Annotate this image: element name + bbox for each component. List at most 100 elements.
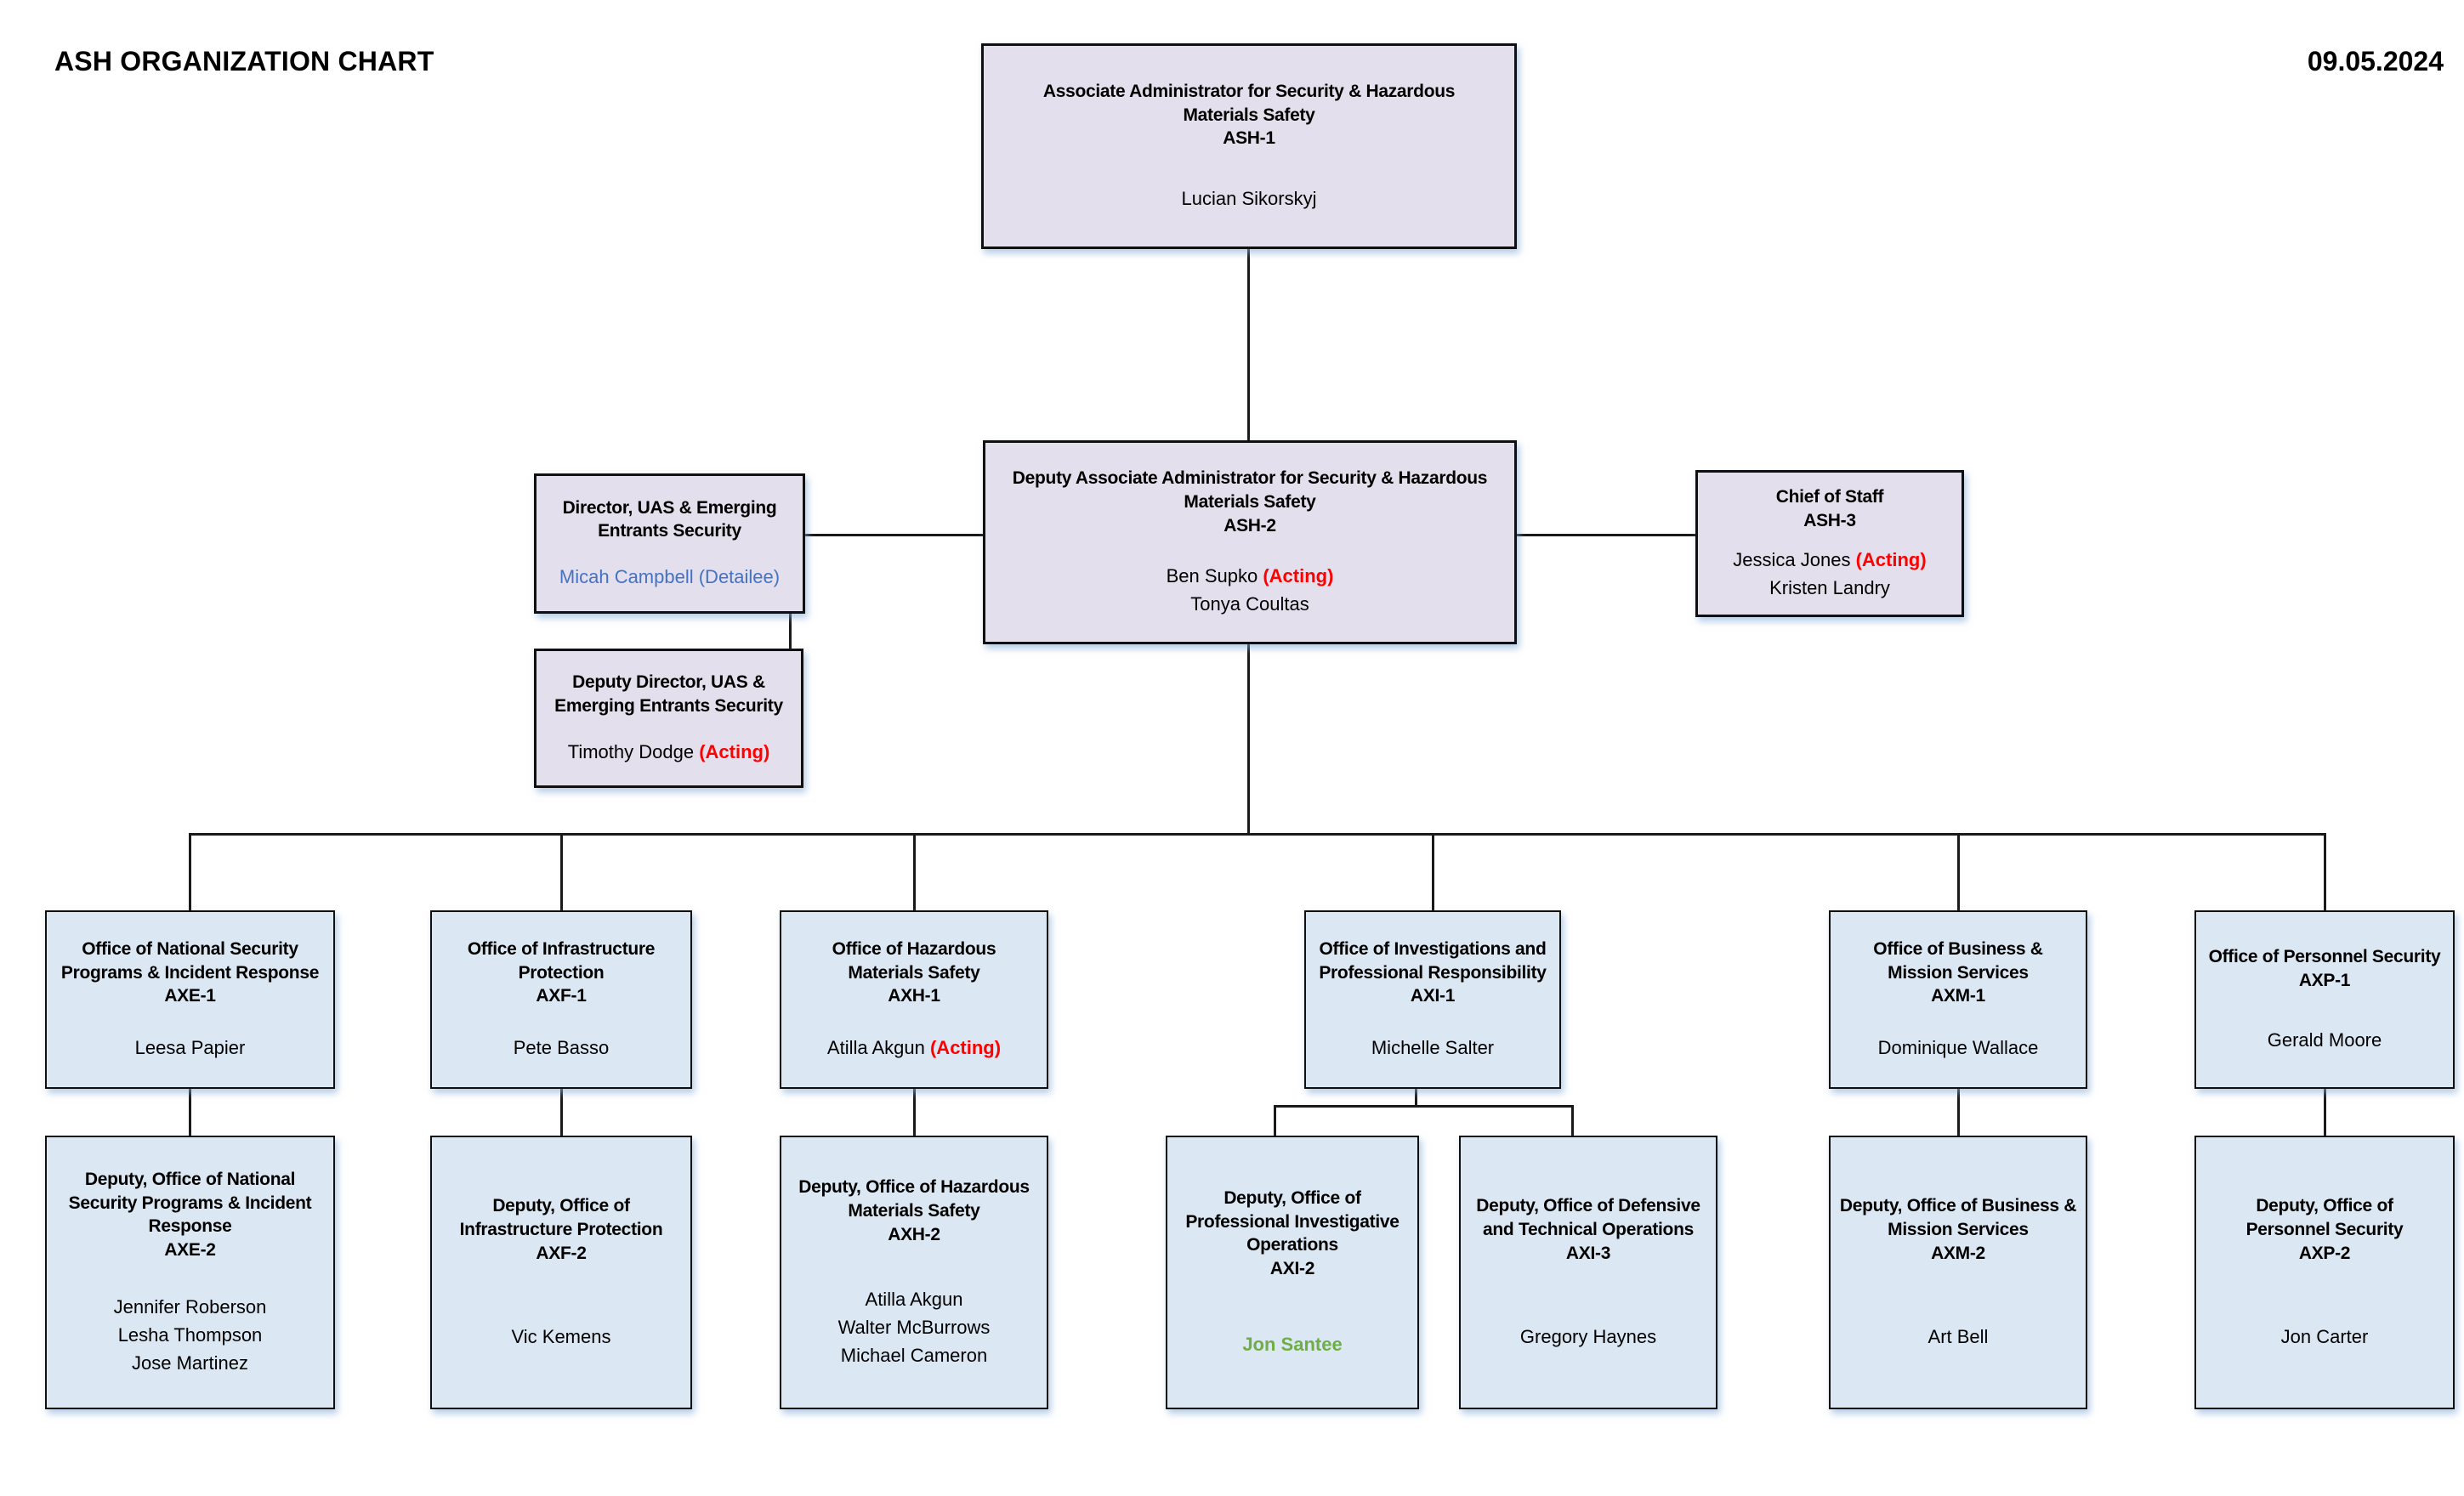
box-names: Art Bell <box>1928 1323 1989 1351</box>
org-box-uas-deputy-director: Deputy Director, UAS & Emerging Entrants… <box>534 649 803 788</box>
box-title: Deputy, Office of Infrastructure Protect… <box>459 1196 663 1263</box>
org-box-axe2: Deputy, Office of National Security Prog… <box>45 1136 335 1409</box>
page-title: ASH ORGANIZATION CHART <box>54 46 434 76</box>
box-names: Lucian Sikorskyj <box>1182 184 1317 212</box>
connector-bus <box>190 833 2326 836</box>
box-names: Pete Basso <box>514 1034 610 1062</box>
box-names: Jon Carter <box>2281 1323 2369 1351</box>
acting-status: (Acting) <box>1263 564 1334 586</box>
connector-ash2-chief-of-staff <box>1517 534 1695 536</box>
person-name-text: Ben Supko <box>1166 564 1263 586</box>
org-box-axf2: Deputy, Office of Infrastructure Protect… <box>430 1136 692 1409</box>
org-box-axf1: Office of Infrastructure Protection AXF-… <box>430 910 692 1089</box>
connector-axi-bus <box>1274 1105 1574 1108</box>
org-box-axe1: Office of National Security Programs & I… <box>45 910 335 1089</box>
org-box-axp2: Deputy, Office of Personnel Security AXP… <box>2194 1136 2455 1409</box>
person-name: Gregory Haynes <box>1519 1325 1657 1347</box>
box-title: Deputy, Office of Defensive and Technica… <box>1476 1196 1700 1263</box>
person-name: Lucian Sikorskyj <box>1181 188 1317 210</box>
box-title: Deputy, Office of Business & Mission Ser… <box>1839 1196 2077 1263</box>
box-title: Deputy, Office of Personnel Security AXP… <box>2245 1196 2404 1263</box>
person-name: Michael Cameron <box>840 1344 988 1366</box>
connector-drop-axp1 <box>2324 833 2326 910</box>
box-names: Atilla Akgun Walter McBurrows Michael Ca… <box>838 1285 991 1369</box>
person-name: Jon Carter <box>2280 1325 2369 1347</box>
box-title: Office of Infrastructure Protection AXF-… <box>467 938 656 1006</box>
box-title: Office of National Security Programs & I… <box>60 938 320 1006</box>
connector-ash1-ash2 <box>1247 249 1250 440</box>
org-box-axm1: Office of Business & Mission Services AX… <box>1829 910 2087 1089</box>
connector-ash2-bus <box>1247 644 1250 833</box>
box-title: Deputy, Office of Hazardous Materials Sa… <box>798 1177 1030 1244</box>
box-names: Micah Campbell (Detailee) <box>559 563 780 591</box>
person-name: Ben Supko (Acting) <box>1167 562 1334 590</box>
box-title: Associate Administrator for Security & H… <box>1042 81 1456 149</box>
person-name: Micah Campbell (Detailee) <box>559 566 781 588</box>
box-title: Deputy, Office of National Security Prog… <box>68 1170 312 1261</box>
org-box-axi3: Deputy, Office of Defensive and Technica… <box>1459 1136 1717 1409</box>
org-box-axh1: Office of Hazardous Materials Safety AXH… <box>780 910 1048 1089</box>
box-names: Gerald Moore <box>2268 1026 2382 1054</box>
box-names: Leesa Papier <box>135 1034 246 1062</box>
org-box-axp1: Office of Personnel Security AXP-1 Geral… <box>2194 910 2455 1089</box>
box-names: Jennifer Roberson Lesha Thompson Jose Ma… <box>114 1293 267 1377</box>
box-names: Atilla Akgun (Acting) <box>827 1034 1001 1062</box>
box-title: Deputy Associate Administrator for Secur… <box>1012 468 1488 536</box>
connector-uas-director-ash2 <box>805 534 983 536</box>
box-names: Timothy Dodge (Acting) <box>568 738 770 766</box>
box-names: Vic Kemens <box>512 1323 611 1351</box>
person-name: Jose Martinez <box>132 1352 248 1374</box>
person-name: Gerald Moore <box>2267 1028 2382 1051</box>
box-names: Dominique Wallace <box>1878 1034 2039 1062</box>
page-date: 09.05.2024 <box>2307 46 2444 76</box>
box-title: Office of Business & Mission Services AX… <box>1873 938 2043 1006</box>
box-names: Jon Santee <box>1242 1330 1342 1358</box>
connector-axm1-axm2 <box>1957 1089 1960 1136</box>
org-box-ash2: Deputy Associate Administrator for Secur… <box>983 440 1517 644</box>
person-name: Kristen Landry <box>1769 576 1890 598</box>
connector-axi1-stem <box>1415 1089 1417 1108</box>
person-name: Atilla Akgun (Acting) <box>827 1034 1001 1062</box>
person-name: Atilla Akgun <box>865 1288 963 1310</box>
person-name: Leesa Papier <box>134 1037 246 1059</box>
connector-axe1-axe2 <box>189 1089 191 1136</box>
connector-axp1-axp2 <box>2324 1089 2326 1136</box>
box-names: Jessica Jones (Acting) Kristen Landry <box>1733 546 1926 602</box>
box-title: Office of Personnel Security AXP-1 <box>2208 947 2441 990</box>
connector-drop-axh1 <box>913 833 916 910</box>
person-name: Timothy Dodge (Acting) <box>568 738 770 766</box>
org-box-axi2: Deputy, Office of Professional Investiga… <box>1166 1136 1419 1409</box>
org-box-ash1: Associate Administrator for Security & H… <box>981 43 1517 249</box>
person-name: Dominique Wallace <box>1877 1037 2039 1059</box>
box-title: Office of Investigations and Professiona… <box>1319 938 1547 1006</box>
box-names: Gregory Haynes <box>1520 1323 1656 1351</box>
person-name-text: Jessica Jones <box>1733 548 1856 570</box>
box-title: Director, UAS & Emerging Entrants Securi… <box>562 497 777 541</box>
connector-drop-axm1 <box>1957 833 1960 910</box>
person-name: Vic Kemens <box>511 1325 611 1347</box>
person-name: Michelle Salter <box>1371 1037 1495 1059</box>
box-title: Chief of Staff ASH-3 <box>1775 487 1884 530</box>
connector-drop-axi2 <box>1274 1105 1276 1136</box>
box-title: Deputy Director, UAS & Emerging Entrants… <box>554 672 783 716</box>
connector-drop-axi1 <box>1432 833 1434 910</box>
person-name: Art Bell <box>1927 1325 1989 1347</box>
person-name: Jessica Jones (Acting) <box>1733 546 1926 574</box>
connector-drop-axf1 <box>560 833 563 910</box>
person-name-text: Atilla Akgun <box>826 1037 930 1059</box>
box-names: Michelle Salter <box>1371 1034 1494 1062</box>
connector-drop-axe1 <box>189 833 191 910</box>
acting-status: (Acting) <box>929 1037 1002 1059</box>
org-box-axh2: Deputy, Office of Hazardous Materials Sa… <box>780 1136 1048 1409</box>
acting-status: (Acting) <box>1855 548 1927 570</box>
person-name: Jon Santee <box>1242 1333 1343 1355</box>
connector-axf1-axf2 <box>560 1089 563 1136</box>
person-name: Walter McBurrows <box>837 1316 991 1338</box>
connector-axh1-axh2 <box>913 1089 916 1136</box>
org-box-axi1: Office of Investigations and Professiona… <box>1304 910 1561 1089</box>
person-name: Pete Basso <box>513 1037 610 1059</box>
acting-status: (Acting) <box>699 740 770 762</box>
person-name: Tonya Coultas <box>1190 592 1309 615</box>
org-box-axm2: Deputy, Office of Business & Mission Ser… <box>1829 1136 2087 1409</box>
